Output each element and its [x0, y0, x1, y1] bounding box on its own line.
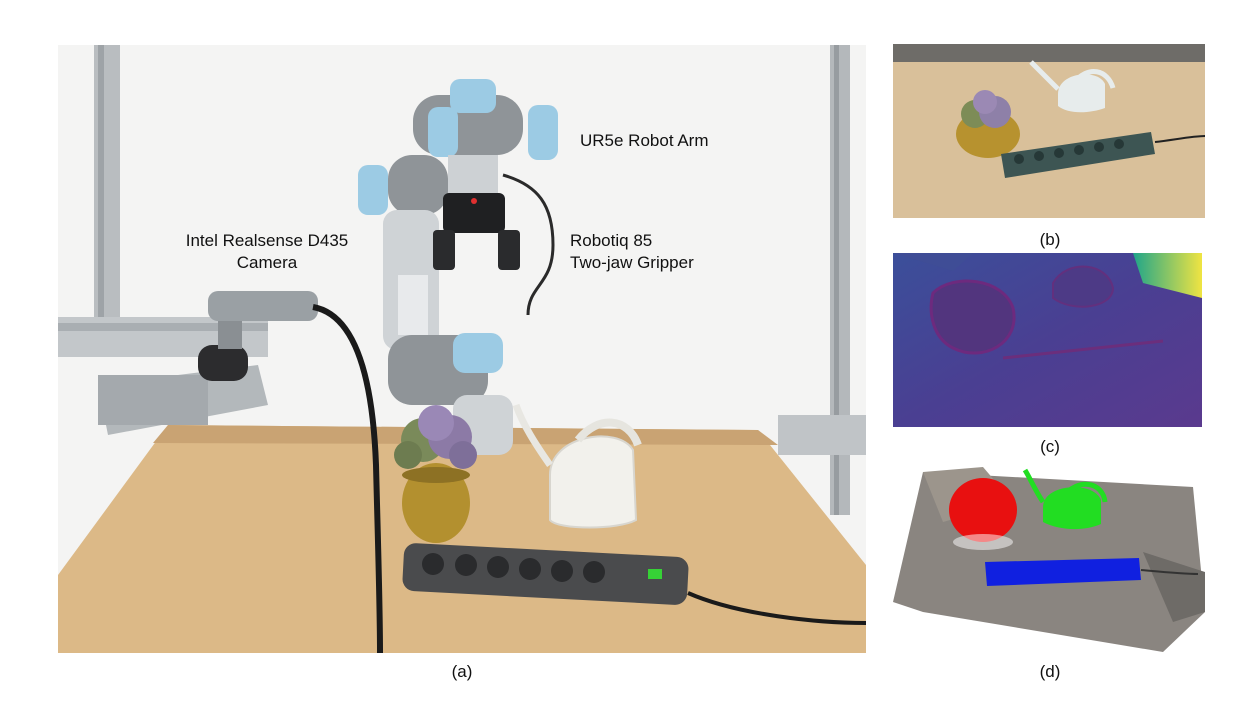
gripper-label-line1: Robotiq 85 [570, 231, 653, 250]
arm-label: UR5e Robot Arm [580, 131, 709, 150]
photo-panel-c [893, 253, 1202, 427]
caption-a: (a) [451, 662, 473, 681]
gripper-label: Robotiq 85 Two-jaw Gripper [570, 230, 694, 274]
photo-panel-a [58, 45, 866, 653]
photo-panel-d [893, 462, 1205, 654]
photo-panel-b [893, 44, 1205, 218]
caption-b: (b) [1039, 230, 1061, 249]
gripper-label-line2: Two-jaw Gripper [570, 253, 694, 272]
caption-c: (c) [1040, 437, 1060, 456]
rgb-view-image [893, 44, 1205, 218]
depth-map-image [893, 253, 1202, 427]
caption-d: (d) [1039, 662, 1061, 681]
point-cloud-image [893, 462, 1205, 654]
camera-label-line2: Camera [236, 253, 298, 272]
robot-setup-photo [58, 45, 866, 653]
camera-label: Intel Realsense D435 Camera [172, 230, 362, 274]
camera-label-line1: Intel Realsense D435 [185, 231, 349, 250]
